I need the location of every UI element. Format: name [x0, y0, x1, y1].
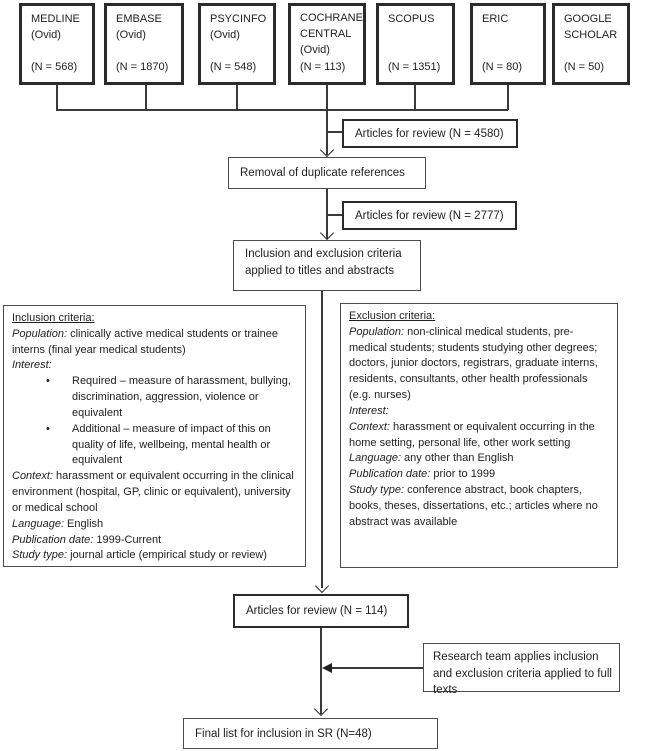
box-label: Articles for review (N = 2777)	[355, 209, 504, 222]
exclusion-pubdate: Publication date: prior to 1999	[349, 468, 496, 481]
exclusion-studytype: Study type: conference abstract, book ch…	[349, 484, 598, 528]
connector-cochrane-stub	[326, 85, 328, 110]
inclusion-population: Population: clinically active medical st…	[12, 327, 278, 356]
box-articles-screened: Articles for review (N = 114)	[233, 594, 409, 628]
source-box-embase: EMBASE (Ovid) (N = 1870)	[104, 3, 184, 85]
source-count: (N = 548)	[210, 61, 257, 74]
inclusion-studytype: Study type: journal article (empirical s…	[12, 549, 267, 562]
bullet-icon: •	[46, 375, 50, 388]
inclusion-context: Context: harassment or equivalent occurr…	[12, 470, 294, 514]
source-box-cochrane: COCHRANE CENTRAL (Ovid) (N = 113)	[288, 3, 366, 85]
source-name: GOOGLE SCHOLAR	[564, 13, 618, 41]
exclusion-language: Language: any other than English	[349, 452, 514, 465]
box-label: Removal of duplicate references	[240, 167, 405, 179]
connector-main-3	[321, 291, 323, 588]
source-count: (N = 80)	[482, 61, 523, 74]
box-articles-dedup: Articles for review (N = 2777)	[342, 201, 517, 230]
source-box-scopus: SCOPUS (N = 1351)	[376, 3, 455, 85]
connector-stub-articles-dedup	[327, 214, 343, 216]
inclusion-bullet-required: • Required – measure of harassment, bull…	[12, 374, 297, 421]
source-count: (N = 113)	[300, 61, 346, 74]
box-articles-initial: Articles for review (N = 4580)	[342, 119, 518, 148]
arrow-down-icon	[314, 578, 330, 594]
arrow-down-icon	[319, 142, 335, 158]
exclusion-interest: Interest:	[349, 404, 389, 417]
arrow-left-icon	[322, 663, 332, 673]
bullet-icon: •	[46, 422, 50, 435]
inclusion-language: Language: English	[12, 517, 104, 530]
box-label: Final list for inclusion in SR (N=48)	[195, 727, 372, 740]
source-count: (N = 50)	[564, 61, 605, 74]
box-exclusion-criteria: Exclusion criteria: Population: non-clin…	[340, 303, 618, 568]
arrow-down-icon	[319, 225, 335, 241]
inclusion-pubdate: Publication date: 1999-Current	[12, 533, 162, 546]
inclusion-heading: Inclusion criteria:	[12, 312, 95, 324]
source-box-medline: MEDLINE (Ovid) (N = 568)	[19, 3, 95, 85]
source-name: COCHRANE CENTRAL (Ovid)	[300, 12, 363, 56]
source-count: (N = 1351)	[388, 61, 441, 74]
box-label: Inclusion and exclusion criteria applied…	[245, 248, 402, 277]
source-name: ERIC	[482, 13, 509, 25]
box-research-team: Research team applies inclusion and excl…	[423, 643, 620, 696]
source-count: (N = 1870)	[116, 61, 169, 74]
exclusion-population: Population: non-clinical medical student…	[349, 325, 598, 402]
connector-medline-stub	[56, 85, 58, 110]
connector-embase-stub	[145, 85, 147, 110]
connector-collector-line	[56, 109, 508, 111]
source-name: EMBASE (Ovid)	[116, 13, 162, 41]
source-name: MEDLINE (Ovid)	[31, 13, 80, 41]
source-box-eric: ERIC (N = 80)	[470, 3, 546, 85]
connector-fulltext-line	[331, 667, 423, 669]
box-label: Articles for review (N = 4580)	[355, 127, 504, 140]
connector-main-2	[326, 189, 328, 239]
source-count: (N = 568)	[31, 61, 78, 74]
box-final-list: Final list for inclusion in SR (N=48)	[183, 718, 438, 749]
connector-scopus-stub	[414, 85, 416, 110]
inclusion-interest: Interest:	[12, 359, 52, 372]
connector-eric-stub	[507, 85, 509, 110]
source-box-psycinfo: PSYCINFO (Ovid) (N = 548)	[198, 3, 276, 85]
box-label: Articles for review (N = 114)	[246, 605, 388, 617]
source-box-google-scholar: GOOGLE SCHOLAR (N = 50)	[552, 3, 630, 85]
connector-main-4	[320, 628, 322, 714]
source-name: PSYCINFO (Ovid)	[210, 13, 267, 41]
arrow-down-icon	[313, 701, 329, 717]
connector-psycinfo-stub	[236, 85, 238, 110]
connector-stub-articles-initial	[327, 131, 343, 133]
box-label: Research team applies inclusion and excl…	[433, 651, 612, 697]
source-name: SCOPUS	[388, 13, 435, 25]
exclusion-heading: Exclusion criteria:	[349, 310, 436, 322]
box-removal-duplicates: Removal of duplicate references	[228, 157, 426, 189]
box-criteria-titles: Inclusion and exclusion criteria applied…	[233, 240, 421, 291]
box-inclusion-criteria: Inclusion criteria: Population: clinical…	[3, 305, 306, 567]
inclusion-bullet-additional: • Additional – measure of impact of this…	[12, 422, 297, 469]
connector-main-1	[326, 109, 328, 155]
exclusion-context: Context: harassment or equivalent occurr…	[349, 420, 595, 449]
